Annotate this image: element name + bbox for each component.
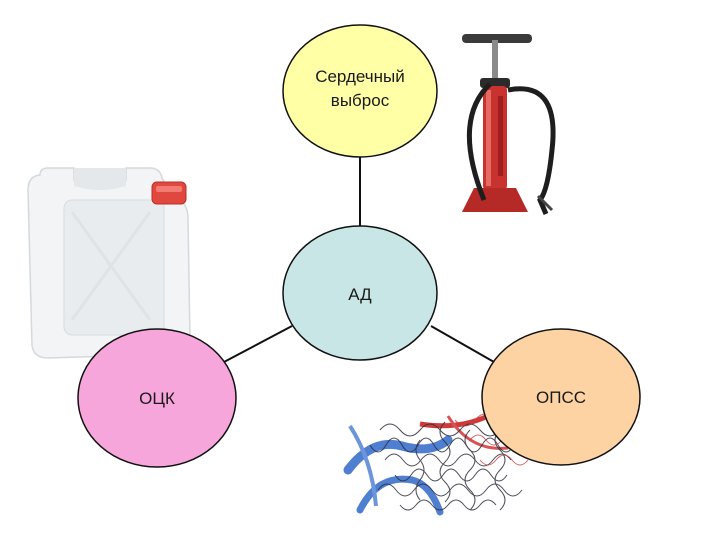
node-center-label: АД <box>348 285 372 304</box>
node-right-circle <box>481 328 641 466</box>
connector-right <box>430 325 495 363</box>
node-top-label-line2: выброс <box>331 91 390 110</box>
node-right-label: ОПСС <box>536 388 586 407</box>
connector-left <box>223 325 293 363</box>
connector-lines <box>223 157 495 363</box>
node-left: ОЦК <box>77 328 237 468</box>
node-center-circle <box>282 225 438 361</box>
node-top-label-line1: Сердечный <box>315 67 405 86</box>
node-right: ОПСС <box>481 328 641 466</box>
node-left-circle <box>77 328 237 468</box>
node-center: АД <box>282 225 438 361</box>
node-left-label: ОЦК <box>139 389 175 408</box>
air-pump-icon <box>462 34 556 215</box>
node-top-circle <box>282 24 438 158</box>
water-canister-icon <box>27 167 191 359</box>
node-top: Сердечный выброс <box>282 24 438 158</box>
